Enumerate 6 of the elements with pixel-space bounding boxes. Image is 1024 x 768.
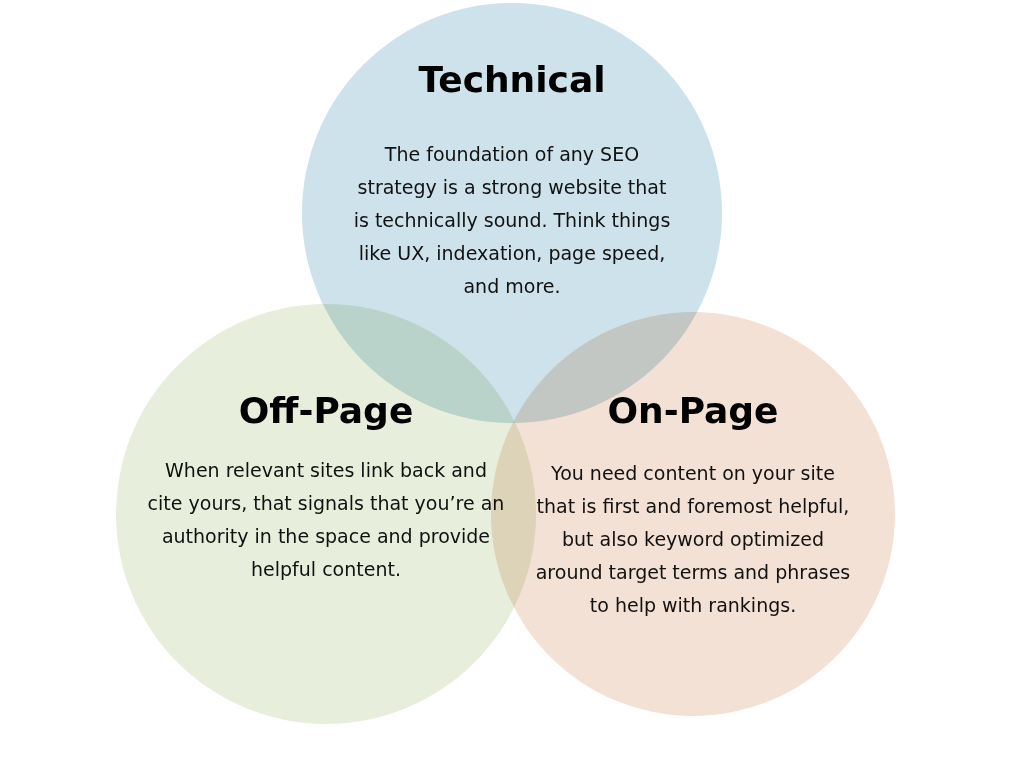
circle-description: You need content on your site that is first and foremost helpful, but also keyword optimized around target terms and phrases to help with rankings. [534,461,852,618]
circle-heading: On-Page [606,390,780,431]
circle-heading: Off-Page [237,390,415,431]
circle-description: The foundation of any SEO strategy is a strong website that is technically sound. Think things like UX, indexation, page speed, and more. [352,142,672,299]
circle-heading: Technical [417,59,607,100]
circle-description: When relevant sites link back and cite yours, that signals that you’re an authority in the space and provide helpful content. [146,458,506,582]
